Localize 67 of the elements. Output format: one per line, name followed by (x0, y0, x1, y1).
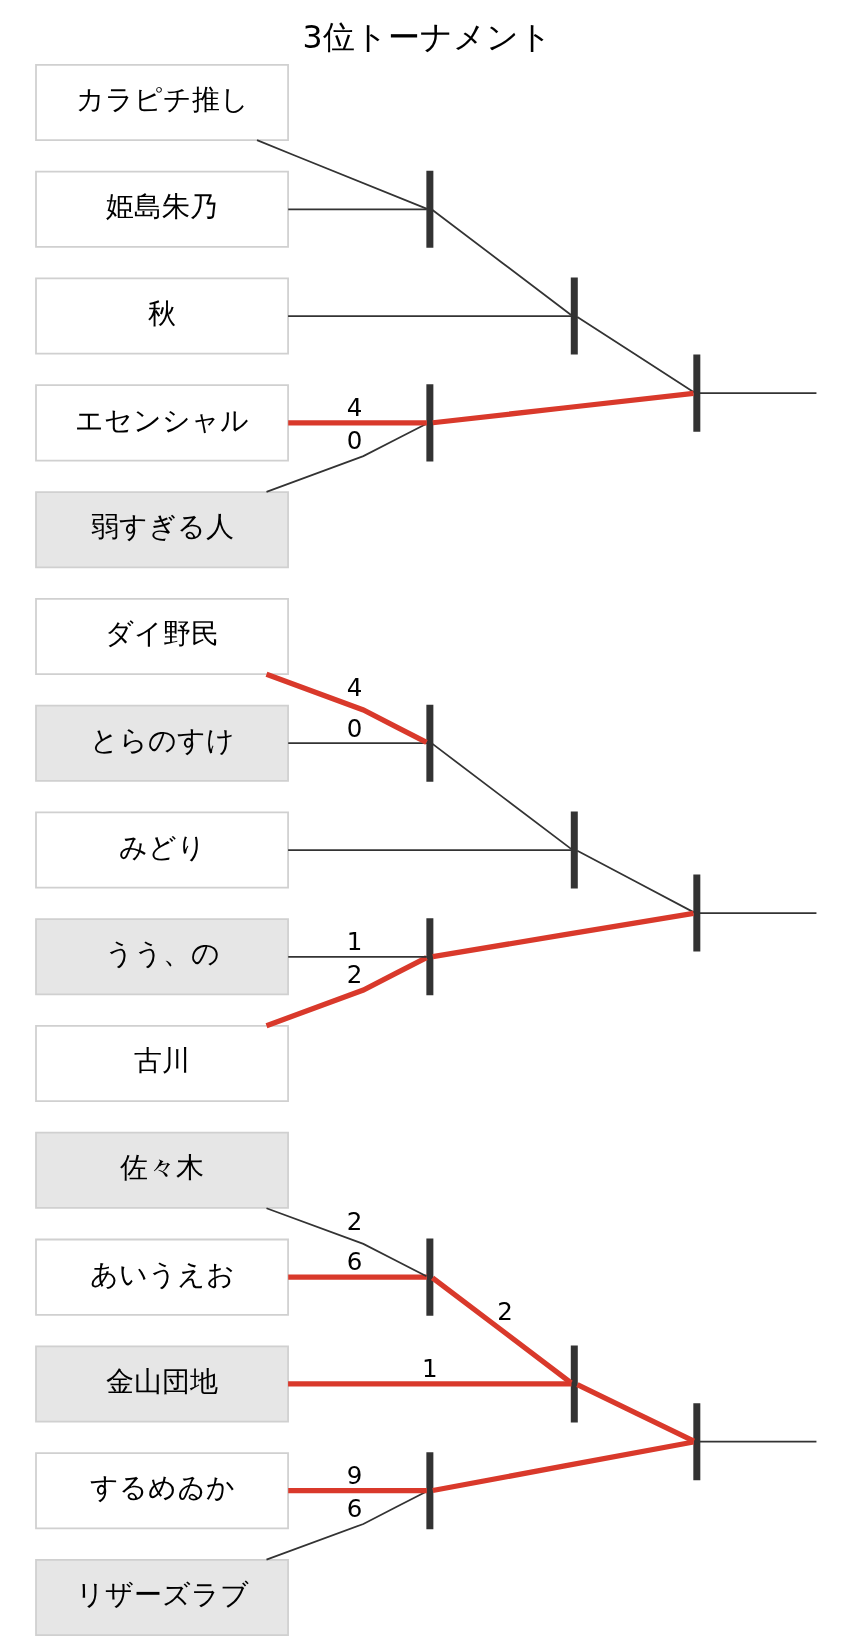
node-bar (425, 918, 433, 996)
connector (575, 1382, 695, 1444)
connector (698, 912, 817, 914)
connector (432, 390, 694, 426)
connector (255, 139, 428, 210)
connector (698, 1440, 817, 1443)
edge-label: 9 (346, 1461, 362, 1491)
edge-label: 1 (421, 1354, 438, 1384)
node-bar (425, 1452, 433, 1530)
node-box: みどり (34, 811, 289, 889)
edge-label: 4 (346, 393, 362, 423)
node-box: ダイ野民 (34, 597, 289, 675)
node-box: カラピチ推し (34, 64, 289, 142)
connector (576, 316, 695, 394)
node-box: 弱すぎる人 (34, 491, 289, 569)
connector (431, 209, 572, 316)
node-box: 古川 (34, 1025, 289, 1103)
node-box: あいうえお (34, 1238, 289, 1316)
connector (698, 392, 817, 394)
connector (286, 315, 572, 317)
node-box: 姫島朱乃 (34, 170, 289, 248)
node-bar (692, 874, 700, 952)
node-bar (425, 384, 433, 462)
node-bar (692, 1403, 700, 1481)
edge-label: 6 (346, 1247, 362, 1277)
connector (576, 849, 695, 914)
connector (287, 1274, 427, 1280)
connector (431, 1439, 694, 1494)
node-box: リザーズラブ (34, 1558, 289, 1636)
edge-label: 0 (346, 426, 362, 456)
edge-label: 0 (346, 713, 362, 743)
node-bar (425, 704, 433, 782)
edge-label: 6 (346, 1494, 362, 1524)
node-bar (425, 170, 433, 248)
connector (265, 1207, 427, 1278)
edge-label: 2 (346, 1207, 362, 1237)
node-box: とらのすけ (34, 704, 289, 782)
diagram-title: 3位トーナメント (301, 19, 552, 56)
node-box: 秋 (34, 277, 289, 355)
node-bar (425, 1238, 433, 1316)
connector (265, 422, 427, 493)
edge-label: 4 (346, 673, 362, 703)
connector (430, 1275, 573, 1385)
connector (265, 671, 428, 745)
node-bar (570, 811, 578, 889)
connector (431, 910, 694, 960)
connector (265, 1490, 427, 1561)
node-box: 佐々木 (34, 1131, 289, 1209)
edge-label: 2 (496, 1296, 513, 1326)
node-box: 金山団地 (34, 1345, 289, 1423)
connector (287, 1381, 571, 1387)
edge-label: 1 (346, 927, 362, 957)
node-box: エセンシャル (34, 384, 289, 462)
connector (287, 420, 427, 426)
connector (265, 955, 428, 1029)
edge-label: 2 (346, 960, 362, 990)
connector (431, 743, 572, 850)
node-bar (570, 277, 578, 355)
connector (286, 849, 572, 851)
connector (286, 955, 428, 958)
node-box: うう、の (34, 918, 289, 996)
node-bar (692, 354, 700, 432)
connector (287, 1488, 427, 1494)
connector (286, 742, 428, 745)
connector (286, 208, 428, 211)
node-bar (570, 1345, 578, 1423)
node-box: するめゐか (34, 1452, 289, 1530)
